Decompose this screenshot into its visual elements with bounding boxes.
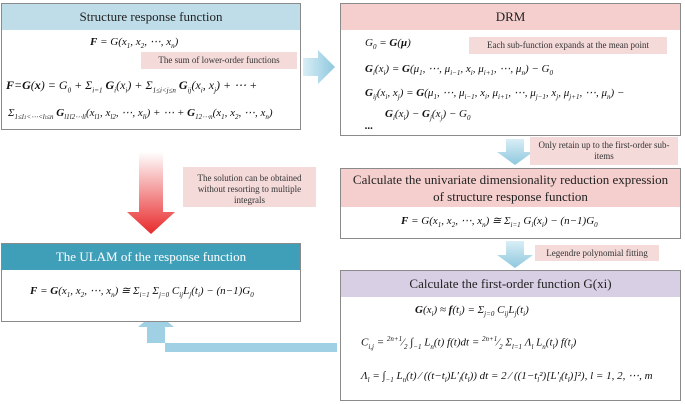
drm-eq3: Gij(xi, xj) = G(μ1, ⋯, μi−1, xi, μi+1, ⋯… — [365, 87, 625, 102]
lower-order-note: The sum of lower-order functions — [141, 52, 297, 69]
first-order-eq2: Ci,j = 2n+1⁄2 ∫−1 Ln(t) f(t)dt = 2n+1⁄2 … — [361, 335, 577, 351]
structure-formula-line1: F=G(x) = G0 + Σi=1 Gi(xi) + Σ1≤i<j≤n Gij… — [6, 78, 258, 95]
first-order-eq1: G(xi) ≈ f(ti) = Σj=0 CijLj(ti) — [415, 304, 529, 319]
structure-formula-top: F = G(x1, x2, ⋯, xn) — [90, 36, 179, 51]
legendre-note: Legendre polynomial fitting — [535, 245, 659, 261]
structure-response-box: Structure response function F = G(x1, x2… — [1, 3, 301, 130]
drm-eq1: G0 = G(μ) — [365, 37, 411, 52]
arrow-structure-to-ulam — [127, 152, 175, 234]
arrow-univariate-to-firstorder — [497, 241, 533, 268]
drm-ellipsis: ... — [365, 120, 374, 132]
drm-box: DRM Each sub-function expands at the mea… — [340, 3, 681, 136]
arrow-structure-to-drm — [303, 50, 335, 84]
structure-response-title: Structure response function — [2, 4, 300, 30]
solution-note: The solution can be obtained without res… — [183, 167, 316, 207]
structure-formula-line2: Σ1≤l1<⋯<li≤n Gl1l2⋯li(xl1, xl2, ⋯, xli) … — [8, 107, 273, 122]
univariate-box: Calculate the univariate dimensionality … — [340, 168, 681, 239]
drm-eq2: Gi(xi) = G(μ1, ⋯, μi−1, xi, μi+1, ⋯, μn)… — [365, 63, 553, 78]
first-order-title: Calculate the first-order function G(xi) — [341, 271, 680, 297]
drm-title: DRM — [341, 4, 680, 30]
mean-point-note: Each sub-function expands at the mean po… — [469, 37, 667, 54]
arrow-drm-to-univariate — [497, 139, 533, 165]
ulam-formula: F = G(x1, x2, ⋯, xn) ≅ Σi=1 Σj=0 CijLj(t… — [30, 285, 254, 300]
drm-eq4: Gi(xi) − Gj(xj) − G0 — [385, 108, 471, 123]
first-order-eq3: Λl = ∫−1 Ln(t) ⁄ ((t−tl)L′l(tl)) dt = 2 … — [361, 370, 653, 385]
ulam-box: The ULAM of the response function F = G(… — [1, 243, 301, 322]
first-order-box: Calculate the first-order function G(xi)… — [340, 270, 681, 401]
univariate-title: Calculate the univariate dimensionality … — [341, 169, 680, 207]
retain-first-order-note: Only retain up to the first-order sub-it… — [530, 137, 678, 165]
univariate-formula: F = G(x1, x2, ⋯, xn) ≅ Σi=1 Gi(xi) − (n−… — [401, 215, 598, 230]
ulam-title: The ULAM of the response function — [2, 244, 300, 270]
